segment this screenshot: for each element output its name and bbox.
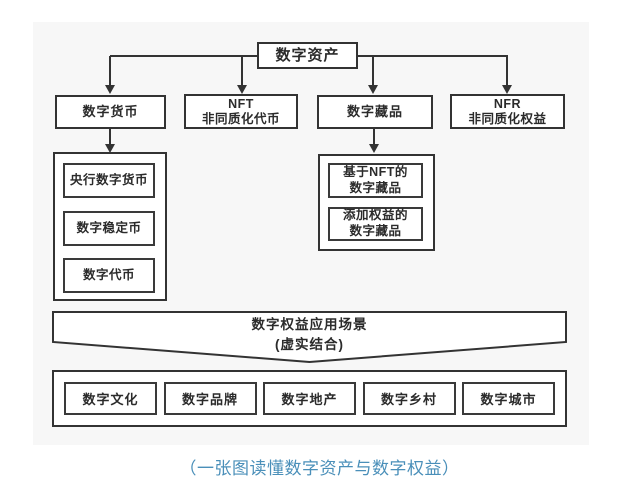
connector-line-left	[110, 55, 258, 57]
node-digital-brand: 数字品牌	[163, 382, 257, 415]
node-digital-brand-label: 数字品牌	[181, 392, 238, 407]
arrowhead-nfr-icon	[501, 85, 512, 94]
node-stablecoin: 数字稳定币	[63, 211, 155, 246]
node-digital-city: 数字城市	[462, 382, 555, 415]
node-digital-token: 数字代币	[63, 258, 155, 293]
arrowhead-currency-icon	[104, 85, 115, 94]
node-digital-currency-label: 数字货币	[82, 104, 139, 120]
node-nfr-line2: 非同质化权益	[468, 111, 547, 126]
node-digital-city-label: 数字城市	[480, 392, 537, 407]
arrowhead-nft-icon	[236, 85, 247, 94]
banner-line2: (虚实结合)	[275, 336, 344, 352]
group-scenes: 数字文化 数字品牌 数字地产 数字乡村 数字城市	[52, 370, 567, 427]
node-nft: NFT 非同质化代币	[184, 94, 298, 129]
arrowhead-collection-children-icon	[368, 144, 379, 153]
connector-drop-currency	[109, 56, 111, 86]
banner-shape	[52, 311, 567, 364]
node-rights-added-collection-line1: 添加权益的	[342, 208, 408, 223]
connector-line-right	[357, 55, 508, 57]
connector-drop-collection	[372, 56, 374, 86]
banner-text: 数字权益应用场景 (虚实结合)	[52, 315, 567, 354]
node-digital-collection-label: 数字藏品	[346, 104, 403, 120]
connector-drop-nft	[241, 56, 243, 86]
node-nfr: NFR 非同质化权益	[450, 94, 565, 129]
node-digital-assets: 数字资产	[257, 42, 358, 69]
connector-drop-nfr	[506, 56, 508, 86]
node-cbdc-label: 央行数字货币	[69, 172, 148, 187]
node-digital-token-label: 数字代币	[82, 267, 135, 282]
node-digital-culture-label: 数字文化	[82, 392, 139, 407]
node-digital-currency: 数字货币	[55, 95, 166, 129]
arrowhead-currency-children-icon	[104, 144, 115, 153]
node-rights-added-collection-line2: 数字藏品	[349, 224, 402, 238]
node-digital-village-label: 数字乡村	[380, 392, 437, 407]
node-nft-line2: 非同质化代币	[201, 111, 280, 126]
node-nft-line1: NFT	[228, 96, 254, 111]
banner-line1: 数字权益应用场景	[251, 317, 368, 332]
node-digital-assets-label: 数字资产	[275, 46, 340, 64]
connector-currency-to-children	[109, 129, 111, 145]
arrowhead-collection-icon	[367, 85, 378, 94]
node-nft-based-collection-line2: 数字藏品	[349, 180, 402, 195]
diagram-caption: （一张图读懂数字资产与数字权益）	[179, 459, 460, 478]
node-digital-realestate: 数字地产	[263, 382, 356, 415]
node-rights-added-collection: 添加权益的 数字藏品	[328, 207, 423, 241]
node-digital-village: 数字乡村	[362, 382, 456, 415]
connector-collection-to-children	[373, 129, 375, 145]
node-nft-based-collection-line1: 基于NFT的	[343, 164, 408, 179]
node-cbdc: 央行数字货币	[63, 163, 155, 198]
node-digital-culture: 数字文化	[64, 382, 157, 415]
node-digital-collection: 数字藏品	[317, 95, 433, 129]
node-stablecoin-label: 数字稳定币	[76, 220, 142, 235]
node-digital-realestate-label: 数字地产	[281, 392, 338, 407]
node-nft-based-collection: 基于NFT的 数字藏品	[328, 163, 423, 198]
node-nfr-line1: NFR	[493, 96, 522, 111]
banner-application-scenes: 数字权益应用场景 (虚实结合)	[52, 311, 567, 365]
